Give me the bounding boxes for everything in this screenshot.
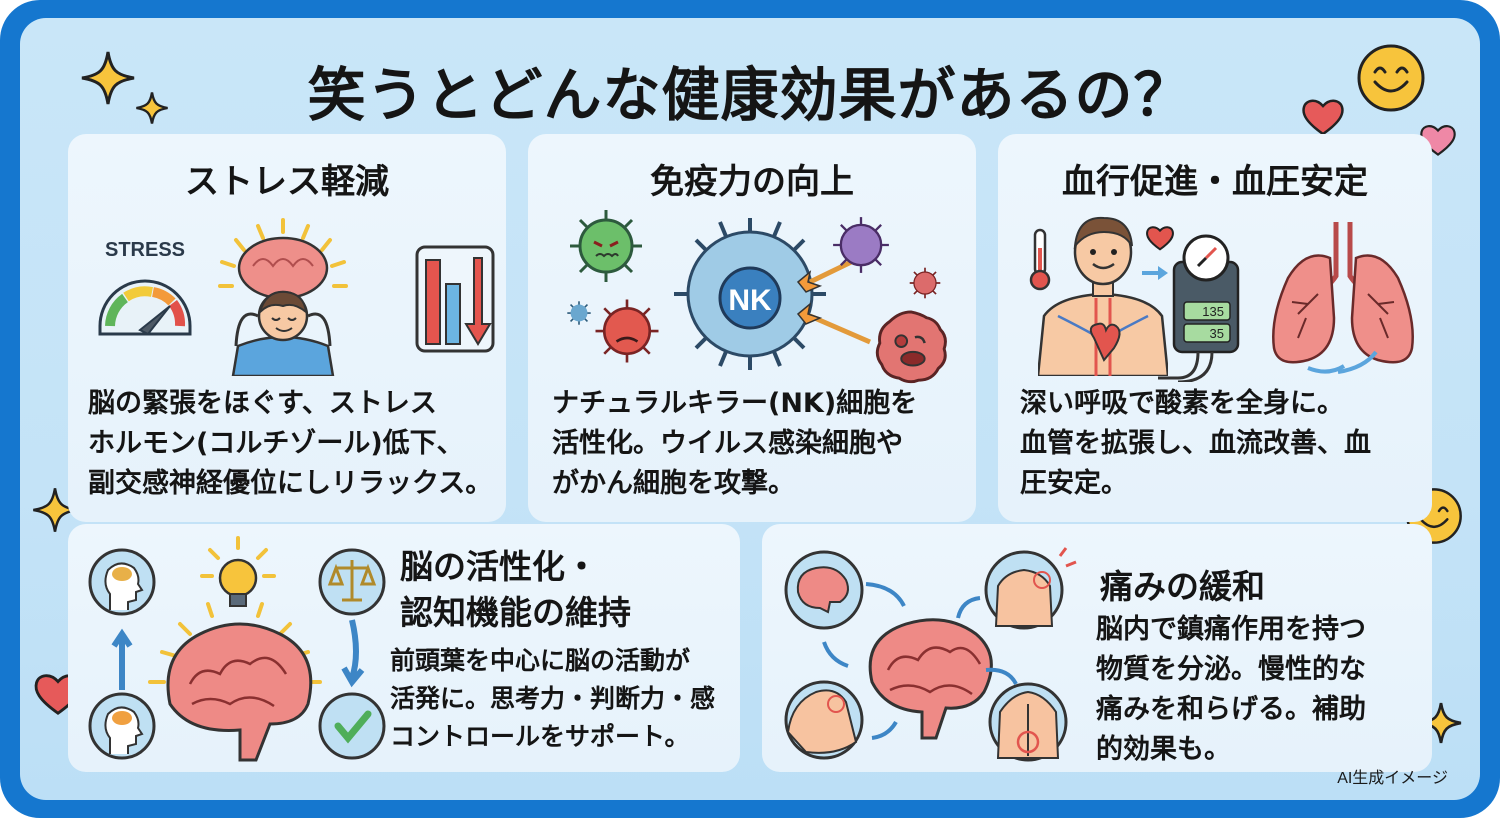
nk-cell-icon: NK bbox=[674, 218, 826, 370]
thermometer-icon bbox=[1029, 228, 1051, 291]
card-title: 血行促進・血圧安定 bbox=[1062, 162, 1368, 202]
card-description: 脳内で鎮痛作用を持つ 物質を分泌。慢性的な 痛みを和らげる。補助 的効果も。 bbox=[1096, 614, 1366, 765]
page-title: 笑うとどんな健康効果があるの？ bbox=[307, 61, 1193, 129]
brain-cycle-illustration bbox=[88, 536, 386, 762]
infographic-canvas: 笑うとどんな健康効果があるの？ bbox=[20, 18, 1480, 800]
circulation-person-icon bbox=[1038, 216, 1168, 376]
virus-icon bbox=[909, 267, 941, 299]
card-title: 痛みの緩和 bbox=[1100, 567, 1265, 606]
sparkle-icon bbox=[136, 92, 168, 124]
card-description: 深い呼吸で酸素を全身に。 血管を拡張し、血流改善、血 圧安定。 bbox=[1020, 388, 1371, 499]
card-pain-relief: 痛みの緩和 脳内で鎮痛作用を持つ 物質を分泌。慢性的な 痛みを和らげる。補助 的… bbox=[762, 524, 1432, 772]
sparkle-icon bbox=[33, 488, 77, 532]
nk-label: NK bbox=[728, 284, 772, 317]
smiley-icon bbox=[1357, 44, 1425, 112]
systolic-value: 135 bbox=[1202, 304, 1224, 319]
card-title: 脳の活性化・ 認知機能の維持 bbox=[400, 547, 631, 632]
blood-pressure-monitor-icon: 135 35 bbox=[1158, 234, 1240, 382]
card-title: 免疫力の向上 bbox=[650, 162, 854, 202]
sparkle-icon bbox=[81, 51, 135, 105]
card-stress-reduction: ストレス軽減 STRESS bbox=[68, 134, 506, 522]
ai-generated-watermark: AI生成イメージ bbox=[1337, 770, 1448, 787]
virus-icon bbox=[595, 299, 659, 363]
decrease-bar-chart-icon bbox=[415, 245, 495, 353]
heart-icon bbox=[1146, 226, 1174, 251]
card-circulation-blood-pressure: 血行促進・血圧安定 bbox=[998, 134, 1432, 522]
pain-relief-illustration bbox=[784, 547, 1077, 762]
card-immunity-boost: 免疫力の向上 NK bbox=[528, 134, 976, 522]
diastolic-value: 35 bbox=[1210, 326, 1224, 341]
stress-gauge-icon: STRESS bbox=[98, 239, 192, 336]
virus-icon bbox=[567, 301, 591, 325]
card-description: 前頭葉を中心に脳の活動が 活発に。思考力・判断力・感 コントロールをサポート。 bbox=[390, 646, 716, 751]
relaxed-person-brain-icon bbox=[218, 218, 348, 376]
card-brain-activation: 脳の活性化・ 認知機能の維持 前頭葉を中心に脳の活動が 活発に。思考力・判断力・… bbox=[68, 524, 740, 772]
virus-icon bbox=[570, 210, 642, 282]
cancer-cell-icon bbox=[875, 310, 947, 384]
card-description: ナチュラルキラー(NK)細胞を 活性化。ウイルス感染細胞や がかん細胞を攻撃。 bbox=[552, 388, 918, 499]
card-title: ストレス軽減 bbox=[185, 162, 389, 202]
arrow-right-icon bbox=[1142, 266, 1168, 280]
virus-icon bbox=[833, 217, 889, 273]
heart-icon bbox=[1302, 99, 1344, 136]
lungs-icon bbox=[1272, 222, 1414, 374]
stress-label: STRESS bbox=[105, 239, 185, 261]
card-description: 脳の緊張をほぐす、ストレス ホルモン(コルチゾール)低下、 副交感神経優位にしリ… bbox=[88, 388, 493, 499]
